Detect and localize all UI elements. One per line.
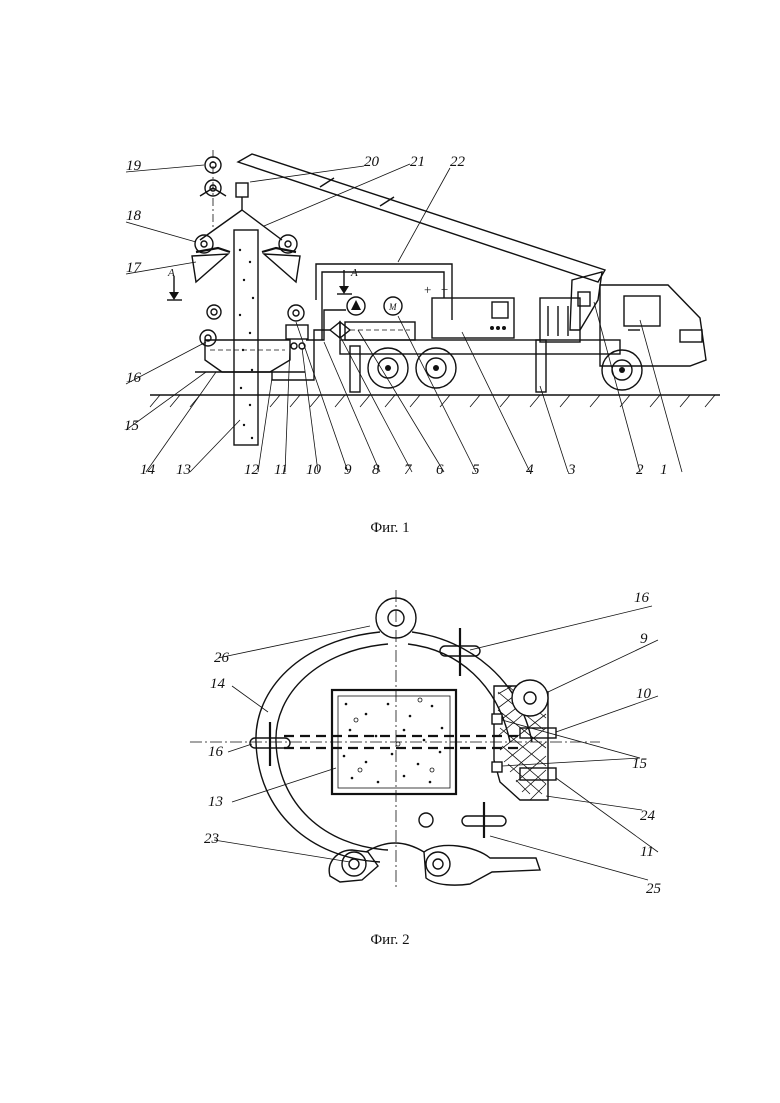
minus-sign: − (441, 282, 448, 297)
plus-sign: + (424, 282, 431, 297)
wheel (602, 350, 642, 390)
label-19: 19 (126, 158, 142, 174)
label-12: 12 (244, 462, 260, 478)
figure-1: А А + − М 1 2 3 4 5 6 7 (0, 140, 780, 490)
label-14: 14 (210, 676, 226, 692)
label-9: 9 (344, 462, 352, 478)
label-22: 22 (450, 154, 466, 170)
label-16: 16 (126, 370, 142, 386)
figure-1-drawing: А А + − М 1 2 3 4 5 6 7 (0, 140, 780, 490)
label-2: 2 (636, 462, 644, 478)
label-21: 21 (410, 154, 425, 170)
motor-label: М (388, 302, 397, 312)
figure-2-drawing: 9 10 11 13 14 15 16 16 23 24 25 26 (0, 585, 780, 905)
label-4: 4 (526, 462, 534, 478)
label-1: 1 (660, 462, 668, 478)
figure-2: 9 10 11 13 14 15 16 16 23 24 25 26 (0, 585, 780, 905)
latch (329, 843, 540, 885)
pile (234, 230, 258, 445)
roller (440, 628, 480, 676)
label-13: 13 (208, 794, 223, 810)
label-15: 15 (632, 756, 648, 772)
label-15: 15 (124, 418, 140, 434)
label-16: 16 (208, 744, 224, 760)
label-10: 10 (636, 686, 652, 702)
figure-1-caption: Фиг. 1 (0, 520, 780, 537)
label-13: 13 (176, 462, 191, 478)
label-23: 23 (204, 831, 219, 847)
label-18: 18 (126, 208, 142, 224)
figure-1-labels: 1 2 3 4 5 6 7 8 9 10 11 12 13 14 15 16 1… (124, 154, 668, 478)
label-6: 6 (436, 462, 444, 478)
section-marker-a: А (167, 267, 175, 279)
label-8: 8 (372, 462, 380, 478)
figure-2-caption: Фиг. 2 (0, 932, 780, 949)
section-marker-a: А (350, 267, 358, 279)
label-17: 17 (126, 260, 143, 276)
label-16: 16 (634, 590, 650, 606)
label-7: 7 (404, 462, 413, 478)
label-5: 5 (472, 462, 480, 478)
roller (462, 802, 506, 838)
label-3: 3 (567, 462, 576, 478)
label-25: 25 (646, 881, 662, 897)
label-11: 11 (640, 844, 654, 860)
label-10: 10 (306, 462, 322, 478)
label-20: 20 (364, 154, 380, 170)
label-26: 26 (214, 650, 230, 666)
label-9: 9 (640, 631, 648, 647)
label-24: 24 (640, 808, 656, 824)
label-11: 11 (274, 462, 288, 478)
label-14: 14 (140, 462, 156, 478)
crane-boom (238, 154, 605, 330)
